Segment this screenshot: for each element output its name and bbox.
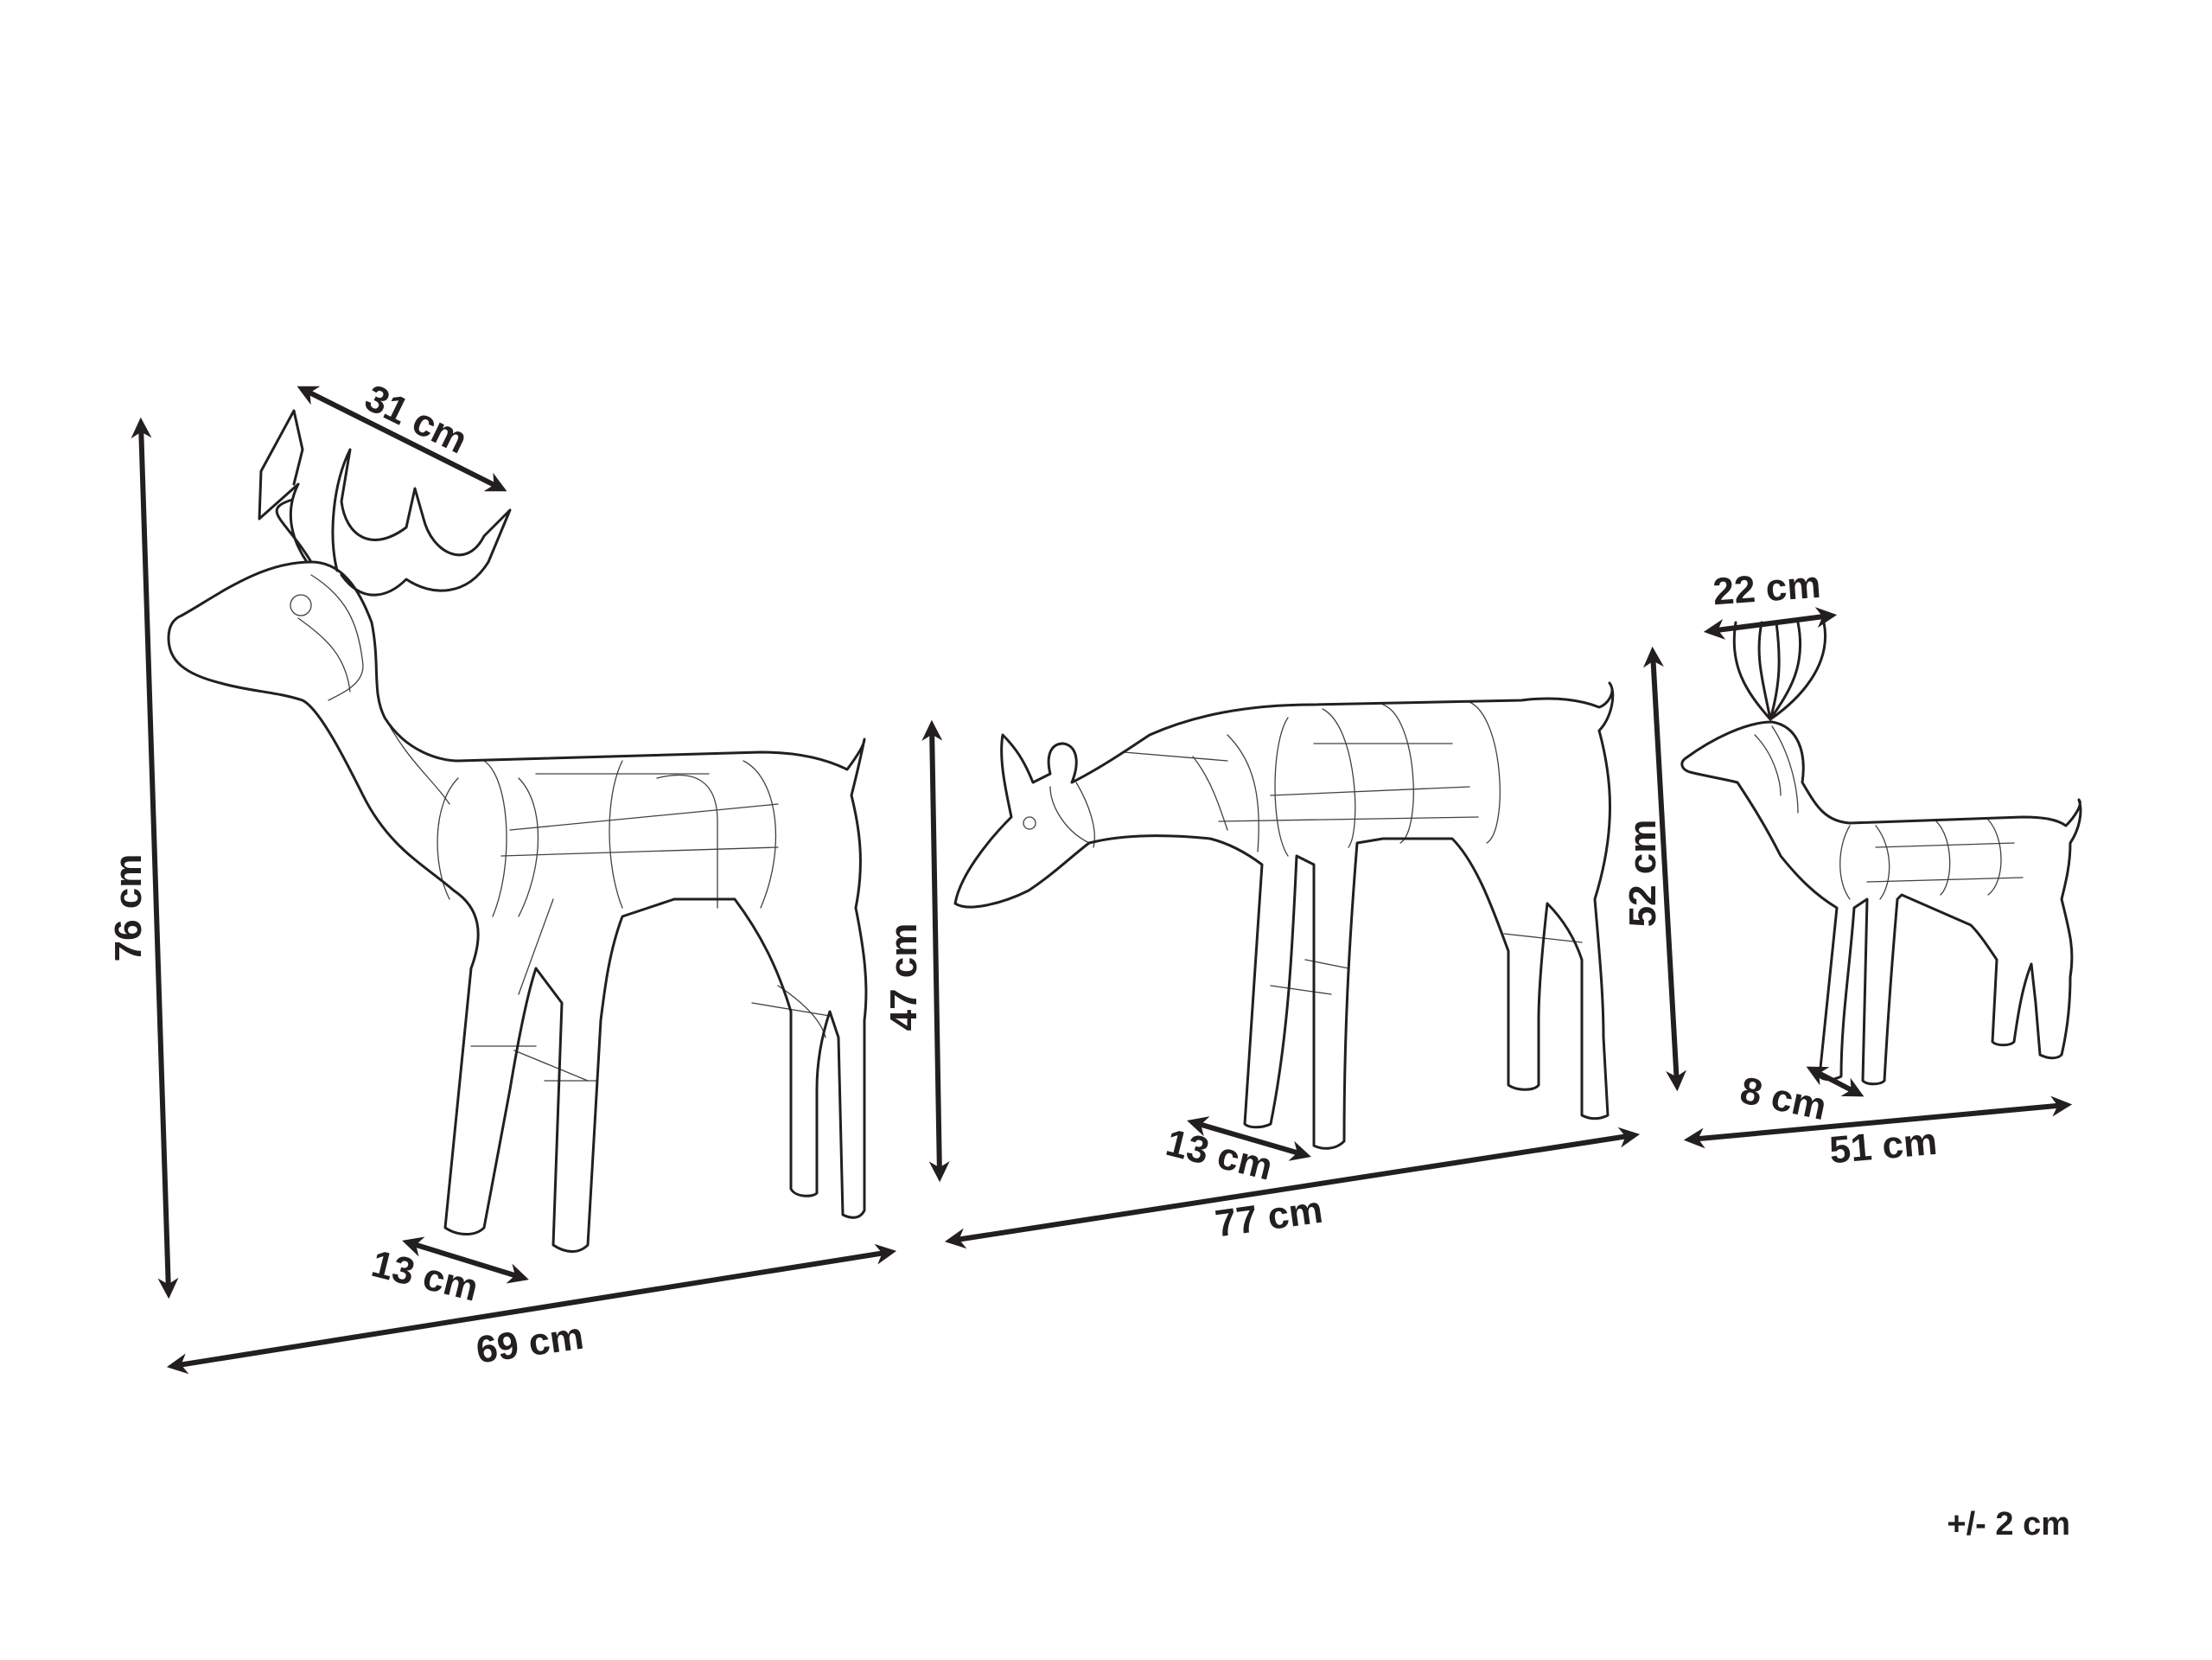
fawn-antler-width-line (1703, 607, 1838, 640)
tolerance-note: +/- 2 cm (1947, 1506, 2070, 1542)
fawn-wireframe (1754, 725, 2024, 900)
doe-length-line (944, 1127, 1641, 1249)
fawn-figure (1680, 621, 2082, 1086)
fawn-length-line (1683, 1095, 2073, 1149)
doe-figure (953, 681, 1615, 1150)
doe-body-outline (953, 681, 1615, 1150)
doe-height-label: 47 cm (883, 923, 925, 1031)
stag-height-line (131, 417, 179, 1299)
stag-length-label: 69 cm (474, 1315, 586, 1372)
fawn-leg-depth-line (1806, 1066, 1865, 1097)
fawn-antlers (1732, 621, 1826, 721)
fawn-antler-width-label: 22 cm (1712, 564, 1822, 614)
stag-antler-width-line (296, 386, 507, 492)
stag-wireframe (290, 574, 831, 1082)
fawn-height-label: 52 cm (1622, 820, 1664, 928)
stag-body-outline (167, 560, 868, 1253)
stag-height-label: 76 cm (107, 854, 150, 962)
doe-wireframe (1023, 701, 1583, 995)
fawn-length-label: 51 cm (1827, 1120, 1939, 1172)
stag-leg-depth-label: 13 cm (367, 1242, 482, 1310)
fawn-leg-depth-label: 8 cm (1737, 1069, 1830, 1128)
stag-length-line (166, 1243, 897, 1375)
stag-figure (167, 409, 868, 1253)
doe-height-line (921, 719, 950, 1183)
fawn-height-line (1642, 646, 1687, 1092)
stag-antler-width-label: 31 cm (359, 377, 475, 463)
stag-antlers (258, 409, 512, 597)
fawn-body-outline (1680, 720, 2082, 1086)
